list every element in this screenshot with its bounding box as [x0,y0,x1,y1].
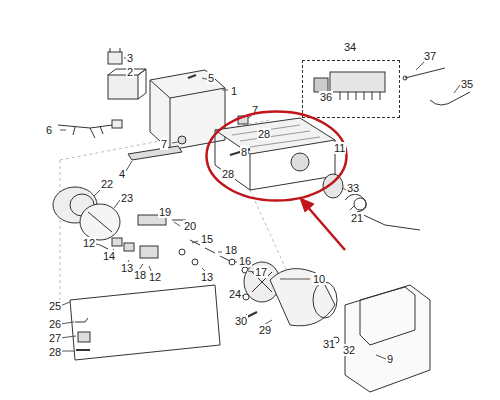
callout-number: 29 [258,324,272,336]
callout-number: 12 [82,237,96,249]
callout-number: 26 [48,318,62,330]
callout-number: 28 [48,346,62,358]
ellipse-outline [205,110,348,202]
callout-number: 36 [319,91,333,103]
callout-number: 19 [158,206,172,218]
callout-number: 4 [118,168,126,180]
callout-number: 28 [257,128,271,140]
callout-number: 10 [312,273,326,285]
callout-number: 7 [160,138,168,150]
callout-number: 1 [230,85,238,97]
callout-number: 6 [45,124,53,136]
callout-number: 11 [333,142,346,154]
callout-number: 13 [200,271,214,283]
callout-number: 22 [100,178,114,190]
callout-number: 30 [234,315,248,327]
callout-number: 25 [48,300,62,312]
highlight-ellipse: 28 11 28 [205,110,348,202]
subassembly-box: 3436 [302,60,400,118]
callout-number: 34 [343,41,357,53]
callout-number: 24 [228,288,242,300]
callout-number: 15 [200,233,214,245]
callout-number: 33 [346,182,360,194]
callout-number: 32 [342,344,356,356]
callout-number: 20 [183,220,197,232]
callout-number: 18 [133,269,147,281]
callout-number: 16 [238,255,252,267]
callout-number: 18 [224,244,238,256]
callout-number: 37 [423,50,437,62]
callout-number: 12 [148,271,162,283]
callout-number: 27 [48,332,62,344]
callout-number: 23 [120,192,134,204]
callout-number: 8 [240,146,248,158]
callout-number: 17 [254,266,268,278]
callout-number: 28 [221,168,235,180]
callout-number: 9 [386,353,394,365]
callout-number: 31 [322,338,336,350]
callout-number: 2 [126,66,134,78]
callout-number: 21 [350,212,364,224]
callout-number: 3 [126,52,134,64]
callout-number: 14 [102,250,116,262]
callout-number: 5 [207,72,215,84]
callout-number: 35 [460,78,474,90]
